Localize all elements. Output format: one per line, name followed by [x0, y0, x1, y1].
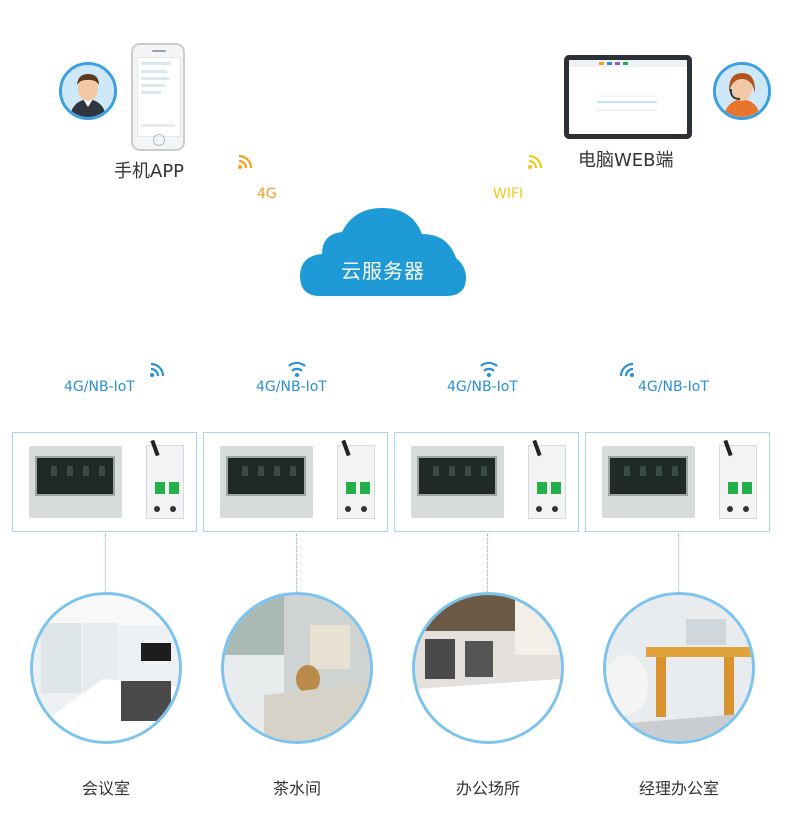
room-label: 办公场所: [455, 779, 520, 798]
tea-room-photo: [221, 592, 373, 744]
web-user-avatar: [713, 62, 771, 120]
web-client-label: 电脑WEB端: [578, 150, 674, 171]
connector-line: [296, 534, 297, 594]
device-box: [203, 432, 388, 532]
smart-breaker-image: [337, 439, 375, 519]
wifi-signal-icon: [480, 361, 498, 377]
link-4g-label: 4G: [257, 186, 277, 202]
wifi-signal-icon: [238, 154, 253, 169]
room-label: 会议室: [81, 779, 130, 798]
node-network-label: 4G/NB-IoT: [64, 379, 135, 395]
node-network-label: 4G/NB-IoT: [638, 379, 709, 395]
room-label: 经理办公室: [638, 779, 719, 798]
connector-line: [678, 534, 679, 594]
meeting-room-illustration: [33, 595, 179, 741]
office-area-illustration: [415, 595, 561, 741]
distribution-box-image: [602, 446, 695, 518]
dashboard-chart-icon: [597, 95, 657, 111]
smart-breaker-image: [146, 439, 184, 519]
smart-breaker-image: [528, 439, 566, 519]
distribution-box-image: [411, 446, 504, 518]
node-network-label: 4G/NB-IoT: [256, 379, 327, 395]
device-box: [12, 432, 197, 532]
manager-office-photo: [603, 592, 755, 744]
office-area-photo: [412, 592, 564, 744]
wifi-signal-icon: [288, 361, 306, 377]
connector-line: [487, 534, 488, 594]
smart-breaker-image: [719, 439, 757, 519]
wifi-signal-icon: [619, 362, 634, 377]
distribution-box-image: [220, 446, 313, 518]
mobile-app-label: 手机APP: [114, 161, 185, 182]
meeting-room-photo: [30, 592, 182, 744]
smartphone-icon: [131, 43, 185, 151]
distribution-box-image: [29, 446, 122, 518]
support-agent-avatar-icon: [716, 65, 768, 117]
mobile-user-avatar: [59, 62, 117, 120]
cloud-icon: [300, 208, 466, 296]
device-box: [394, 432, 579, 532]
cloud-server-label: 云服务器: [341, 259, 425, 283]
monitor-icon: [564, 55, 692, 139]
tea-room-illustration: [224, 595, 370, 741]
wifi-signal-icon: [150, 362, 165, 377]
man-avatar-icon: [62, 65, 114, 117]
device-box: [585, 432, 770, 532]
link-wifi-label: WIFI: [493, 186, 524, 202]
node-network-label: 4G/NB-IoT: [447, 379, 518, 395]
connector-line: [105, 534, 106, 594]
room-label: 茶水间: [272, 779, 321, 798]
wifi-signal-icon: [528, 154, 543, 169]
manager-office-illustration: [606, 595, 752, 741]
